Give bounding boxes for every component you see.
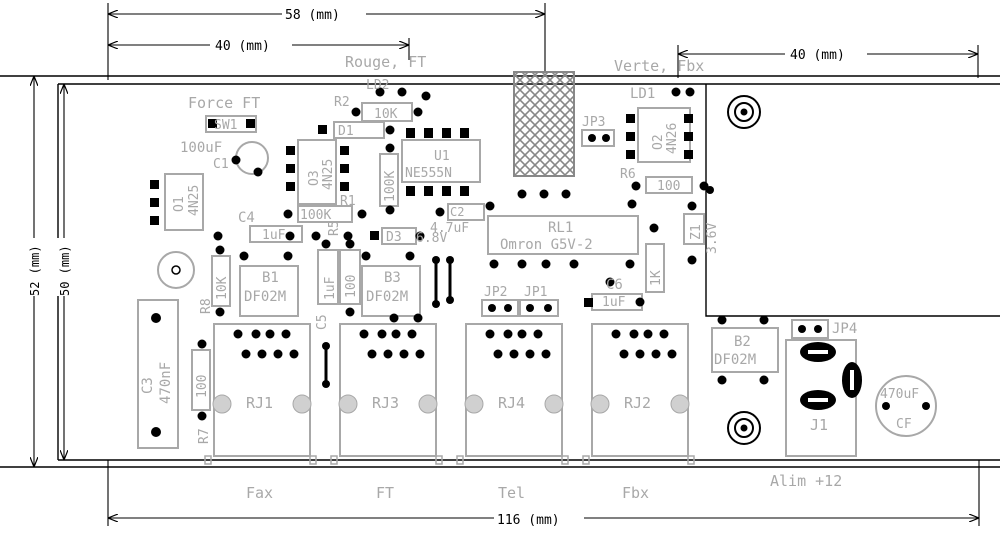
label-tel: Tel [498, 484, 525, 502]
label-rj4: RJ4 [498, 394, 525, 412]
label-c4-value: 1uF [262, 228, 286, 243]
label-c4: C4 [238, 210, 255, 226]
label-b2: B2 [734, 334, 751, 350]
label-b3-value: DF02M [366, 289, 408, 305]
label-b2-value: DF02M [714, 352, 756, 368]
label-b1-value: DF02M [244, 289, 286, 305]
label-o3-value: 4N25 [321, 159, 336, 190]
label-r1: R1 [340, 194, 356, 209]
label-c6: C6 [606, 277, 623, 293]
label-r2-value: 10K [374, 107, 398, 122]
label-verte-fbx: Verte, Fbx [614, 57, 704, 75]
label-r1-value: 100K [300, 208, 331, 223]
label-b3: B3 [384, 270, 401, 286]
dim-40mm-right: 40 (mm) [790, 48, 845, 63]
label-d3: D3 [386, 230, 402, 245]
j1-pads [800, 342, 862, 410]
label-ft: FT [376, 484, 394, 502]
silkscreen [137, 71, 937, 457]
label-c2: C2 [450, 205, 464, 219]
label-z1-value: 3.6V [705, 223, 720, 254]
silkscreen-text: Rouge, FT Verte, Fbx Force FT LD2 LD1 R2… [140, 53, 919, 502]
label-c5: C5 [315, 314, 330, 330]
label-jp2: JP2 [484, 285, 507, 300]
label-b1: B1 [262, 270, 279, 286]
label-rj2: RJ2 [624, 394, 651, 412]
label-c1: C1 [213, 157, 229, 172]
dim-58mm: 58 (mm) [285, 8, 340, 23]
label-jp4: JP4 [832, 321, 857, 337]
label-force-ft: Force FT [188, 94, 260, 112]
label-rj1: RJ1 [246, 394, 273, 412]
label-o2-value: 4N26 [665, 123, 680, 154]
label-z1: Z1 [689, 224, 704, 240]
label-c3-value: 470nF [158, 362, 174, 404]
label-r3-value: 100K [383, 171, 398, 202]
label-o1-value: 4N25 [187, 185, 202, 216]
label-rj3: RJ3 [372, 394, 399, 412]
label-cf: CF [896, 417, 912, 432]
label-fbx: Fbx [622, 484, 649, 502]
label-r7-value: 100 [195, 375, 210, 398]
rj-jack-tabs [212, 394, 690, 414]
label-alim: Alim +12 [770, 472, 842, 490]
label-o2: O2 [651, 134, 666, 150]
label-d1: D1 [338, 124, 354, 139]
label-o3: O3 [307, 170, 322, 186]
buzzer-pad [171, 265, 181, 275]
label-c2-value: 4.7uF [430, 221, 469, 236]
label-c5-value: 1uF [323, 276, 338, 300]
label-sw1: SW1 [214, 118, 237, 133]
dimension-labels: 58 (mm) 40 (mm) 40 (mm) 116 (mm) 52 (mm)… [27, 5, 867, 528]
label-d3-value: 6.8V [416, 231, 447, 246]
label-r9-value: 100 [344, 275, 359, 298]
mounting-holes [727, 95, 761, 445]
rj-jack-feet [204, 455, 695, 465]
label-c3: C3 [140, 377, 156, 394]
label-rouge-ft: Rouge, FT [345, 53, 426, 71]
label-u1: U1 [434, 149, 450, 164]
label-c1-value: 100uF [180, 140, 222, 156]
label-ld1: LD1 [630, 86, 655, 102]
label-r8-value: 10K [215, 276, 230, 300]
label-r5: R5 [327, 220, 342, 236]
label-r6: R6 [620, 167, 636, 182]
wire-jumpers [324, 258, 452, 386]
label-cf-value: 470uF [880, 387, 919, 402]
label-rl1: RL1 [548, 220, 573, 236]
label-r4-value: 1K [649, 270, 664, 286]
label-jp1: JP1 [524, 285, 547, 300]
j1-slots [808, 350, 854, 402]
dim-52mm: 52 (mm) [28, 245, 42, 296]
cf-pads [882, 402, 930, 410]
label-r8: R8 [199, 298, 214, 314]
label-j1: J1 [810, 416, 828, 434]
dim-40mm-left: 40 (mm) [215, 39, 270, 54]
label-u1-value: NE555N [405, 166, 452, 181]
label-jp3: JP3 [582, 115, 605, 130]
label-rl1-value: Omron G5V-2 [500, 237, 593, 253]
label-c6-value: 1uF [602, 295, 626, 310]
label-fax: Fax [246, 484, 273, 502]
label-r2: R2 [334, 95, 350, 110]
label-r7: R7 [197, 428, 212, 444]
dim-116mm: 116 (mm) [497, 513, 560, 528]
label-o1: O1 [172, 196, 187, 212]
pads [150, 87, 822, 437]
label-ld2: LD2 [366, 78, 389, 93]
dim-50mm: 50 (mm) [58, 245, 72, 296]
label-r6-value: 100 [657, 179, 680, 194]
